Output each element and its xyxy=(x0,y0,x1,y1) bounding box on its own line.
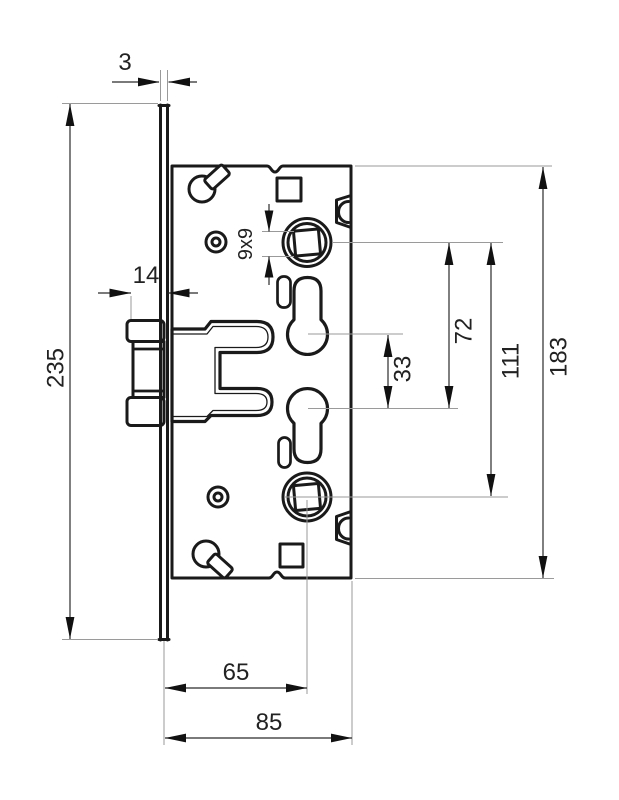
bottom-cam xyxy=(191,539,234,580)
dim-label-plate-height: 235 xyxy=(43,348,70,388)
top-washer-outer xyxy=(204,230,228,254)
top-side-tab-bracket xyxy=(335,194,353,229)
extension-lines xyxy=(62,70,554,745)
fork-inner xyxy=(172,325,269,418)
bottom-square-hole xyxy=(278,542,305,569)
bottom-washer xyxy=(206,485,230,509)
dim-label-bolt-projection: 14 xyxy=(133,262,160,289)
top-washer-inner xyxy=(210,236,222,248)
dimension-arrows xyxy=(65,77,548,743)
dim-label-cylinder-gap: 33 xyxy=(390,356,417,383)
dim-label-case-height: 183 xyxy=(546,337,573,377)
faceplate-lines xyxy=(157,103,171,642)
top-cam-lug xyxy=(203,163,231,191)
bottom-cam-circle xyxy=(191,539,221,569)
bolt-bottom-cap xyxy=(125,396,166,427)
top-square-hole xyxy=(275,176,303,203)
top-cam xyxy=(187,163,231,204)
bolt-body xyxy=(131,340,166,399)
bottom-cam-lug xyxy=(206,552,234,580)
bolt-top-cap xyxy=(125,319,166,343)
top-follower-inner-circle xyxy=(286,222,328,263)
lower-cylinder-hole xyxy=(285,386,330,465)
top-follower xyxy=(281,217,333,268)
bottom-washer-inner xyxy=(212,491,224,503)
fork-outer xyxy=(170,319,275,424)
dim-label-backset: 65 xyxy=(223,659,250,686)
top-side-tab-arc xyxy=(337,200,350,224)
bottom-side-tab xyxy=(335,510,353,546)
dim-label-follower-gap: 111 xyxy=(498,343,525,379)
latch-bolt-head xyxy=(125,319,166,427)
lock-case xyxy=(170,164,353,580)
top-slot xyxy=(276,275,292,309)
top-washer xyxy=(204,230,228,254)
bottom-washer-outer xyxy=(206,485,230,509)
bottom-side-tab-bracket xyxy=(335,510,353,546)
bottom-follower-square xyxy=(292,482,322,512)
upper-cylinder-hole xyxy=(285,275,330,357)
dim-label-follower-to-cylinder: 72 xyxy=(451,318,478,345)
dim-label-plate-thickness: 3 xyxy=(118,49,131,76)
dimension-labels: 3 235 14 9x9 33 72 111 183 65 85 xyxy=(43,49,573,736)
dim-label-case-depth: 85 xyxy=(256,709,283,736)
bottom-slot xyxy=(277,436,292,469)
dimension-lines xyxy=(69,81,544,739)
faceplate xyxy=(157,103,171,642)
top-follower-outer-circle xyxy=(281,217,333,268)
bottom-side-tab-arc xyxy=(337,516,350,541)
case-outline xyxy=(170,164,353,580)
fork-bolt xyxy=(170,319,275,424)
dim-label-follower-square: 9x9 xyxy=(235,228,257,260)
top-side-tab xyxy=(335,194,353,229)
top-follower-square xyxy=(292,227,322,258)
